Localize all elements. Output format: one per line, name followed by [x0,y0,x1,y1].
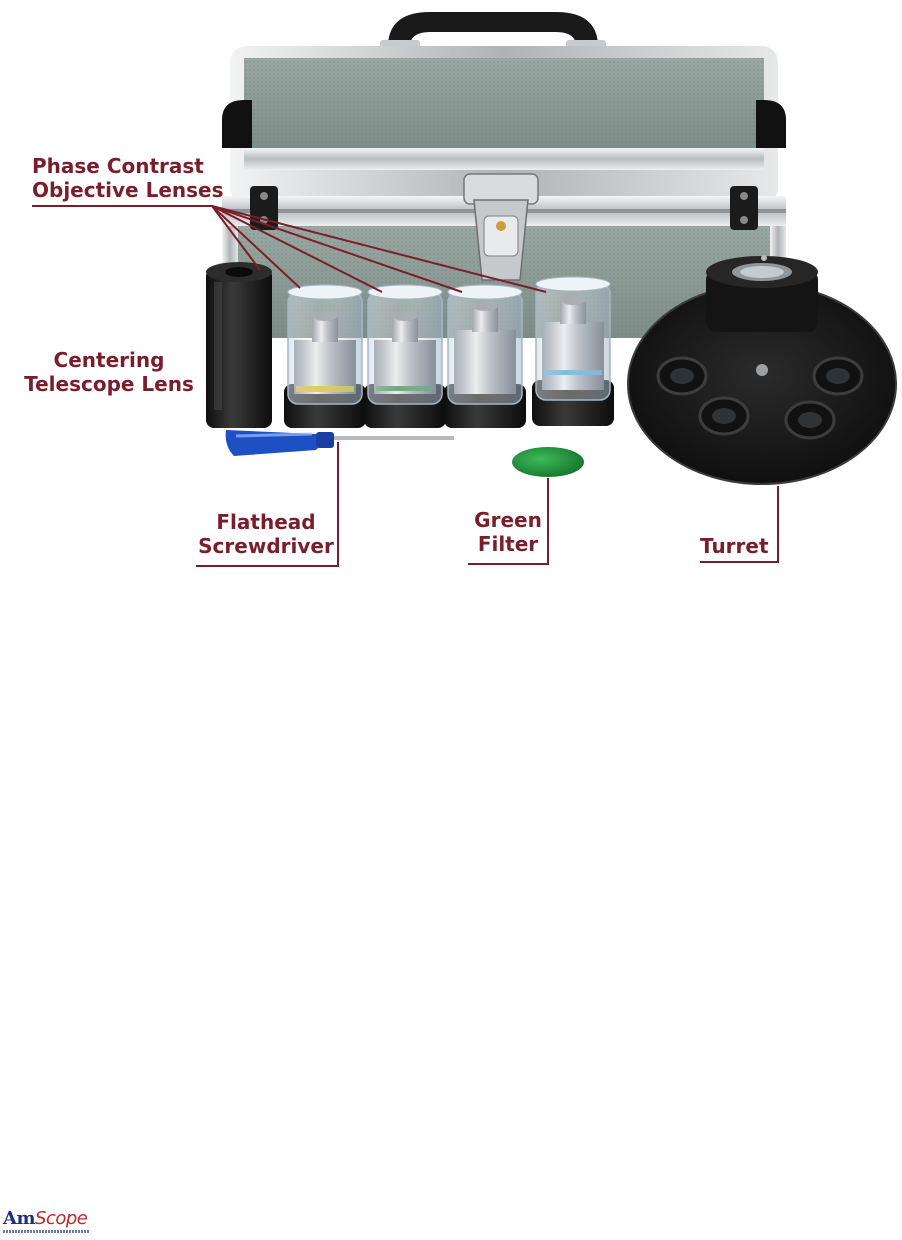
label-line: Filter [477,532,539,556]
label-phase-contrast-objective-lenses: Phase Contrast Objective Lenses [32,154,224,202]
label-line: Centering [53,348,165,372]
green-filter [512,447,584,477]
logo-part-scope: Scope [35,1208,88,1229]
logo-tagline-mark [3,1230,89,1233]
phase-turret [627,255,897,485]
label-flathead-screwdriver: Flathead Screwdriver [196,510,336,558]
label-line: Telescope Lens [24,372,194,396]
callout-lines [32,205,779,567]
amscope-logo: AmScope [3,1208,88,1229]
label-line: Objective Lenses [32,178,224,202]
objective-lens-4 [532,276,614,426]
flathead-screwdriver [225,430,454,456]
logo-part-am: Am [3,1208,36,1229]
label-turret: Turret [700,534,769,558]
objective-lens-2 [364,284,446,428]
label-line: Flathead [216,510,316,534]
case-handle [388,12,598,44]
centering-telescope [206,262,272,428]
label-line: Phase Contrast [32,154,204,178]
label-green-filter: Green Filter [468,508,548,556]
label-line: Screwdriver [198,534,334,558]
label-line: Green [474,508,542,532]
case-lock [463,173,539,281]
objective-lens-1 [284,284,366,428]
label-centering-telescope-lens: Centering Telescope Lens [24,348,194,396]
objective-lens-3 [444,284,526,428]
